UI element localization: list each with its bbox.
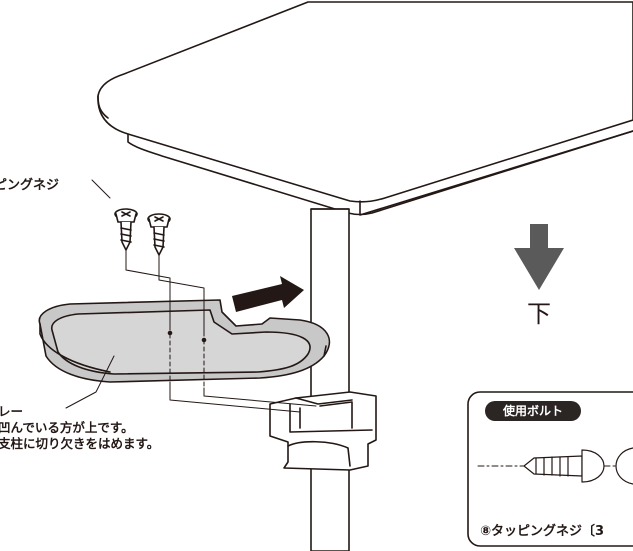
tray-label: レー 凹んでいる方が上です。 支柱に切り欠きをはめます。 [0,404,159,452]
insert-arrow [232,276,304,312]
down-arrow-icon [514,224,564,290]
table-top-thickness [127,130,633,216]
guide-line-3 [169,333,205,389]
guide-line-2 [158,254,205,337]
tapping-screw-label: ピングネジ [0,178,60,193]
direction-down-label: 下 [527,300,551,328]
screw-right [147,213,171,256]
leader-screw [91,179,111,199]
parts-box-caption: ⑧タッピングネジ〔3 [480,524,605,539]
bolt-icon-2 [615,447,633,485]
leader-tray [65,355,115,409]
table-top [97,1,633,203]
parts-box-title: 使用ボルト [485,401,581,421]
tray-note-1: 凹んでいる方が上です。 [0,420,134,435]
guide-line-4 [169,381,317,413]
guide-line-1 [125,249,171,331]
bolt-icon-1 [523,449,605,483]
tray-title: レー [0,404,24,419]
support-pole [310,208,350,551]
tray-note-2: 支柱に切り欠きをはめます。 [0,436,160,451]
screw-left [114,208,138,251]
